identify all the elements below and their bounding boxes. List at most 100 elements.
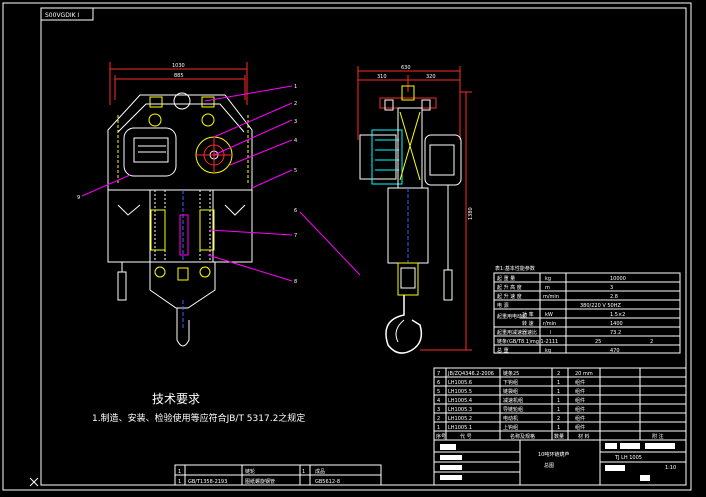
- tech-req-item-1: 1.制造、安装、检验使用等应符合JB/T 5317.2之规定: [92, 412, 305, 424]
- param-row-4-sub: 功 率: [522, 311, 534, 318]
- param-row-7-value-b: 2: [650, 339, 653, 345]
- param-row-4-unit: kW: [545, 312, 553, 318]
- bom-row-0-no: 7: [437, 371, 440, 377]
- front-hook: [176, 308, 190, 347]
- outer-frame: [2, 2, 692, 491]
- bom-row-0-qty: 2: [557, 371, 560, 377]
- bom-row-6-mat: 组件: [575, 424, 585, 431]
- param-row-1-unit: m: [545, 285, 550, 291]
- lower-row1-mat: 成品: [315, 468, 325, 475]
- bom-row-4-code: LH1005.3: [448, 407, 472, 413]
- lower-row2-no: 1: [178, 479, 181, 485]
- param-row-4-label: 起重用电动机: [497, 313, 527, 320]
- param-row-8-label: 总 重: [497, 347, 509, 354]
- bom-row-0-code: JB/ZQ4346.2-2006: [447, 371, 494, 377]
- bom-row-1-code: LH1005.6: [448, 380, 472, 386]
- bom-header-no: 序号: [436, 433, 446, 440]
- left-chain-bag: [107, 189, 151, 263]
- balloon-8: 8: [294, 279, 297, 285]
- bom-row-5-name: 电动机: [503, 415, 518, 422]
- balloon-9: 9: [77, 195, 80, 201]
- bom-row-0-name: 链条25: [503, 370, 519, 377]
- balloon-7: 7: [294, 233, 297, 239]
- drawing-name: 10吨环链葫芦: [538, 451, 569, 458]
- lower-row1-name: 链轮: [245, 468, 255, 475]
- bom-row-2-no: 5: [437, 389, 440, 395]
- bom-row-5-no: 2: [437, 416, 440, 422]
- side-pendant: [443, 269, 453, 301]
- bom-row-2-code: LH1005.5: [448, 389, 472, 395]
- balloon-3: 3: [294, 119, 297, 125]
- param-row-8-unit: kg: [545, 348, 551, 354]
- front-pendant: [117, 271, 127, 301]
- bom-header-qty: 数量: [554, 433, 564, 440]
- bom-table: 7 JB/ZQ4346.2-2006 链条25 2 20 mm 6 LH1005…: [433, 367, 687, 486]
- side-motor: [359, 134, 397, 180]
- bom-row-4-mat: 组件: [575, 406, 585, 413]
- bom-row-3-no: 4: [437, 398, 440, 404]
- params-table-title: 表1:基本性能参数: [495, 265, 535, 272]
- lower-row1-qty: 1: [302, 469, 305, 475]
- bom-row-4-no: 3: [437, 407, 440, 413]
- drawing-scale: 1:10: [665, 465, 676, 471]
- balloon-6: 6: [294, 208, 297, 214]
- bom-header-mat: 材 料: [578, 433, 590, 440]
- bom-row-6-code: LH1005.1: [448, 425, 472, 431]
- tech-req-title: 技术要求: [152, 392, 200, 406]
- side-view: 630 310 320: [357, 65, 474, 354]
- bom-header-code: 代 号: [460, 433, 472, 440]
- front-hook-block: [149, 261, 216, 309]
- bom-row-5-mat: 组件: [575, 415, 585, 422]
- lower-row2-mat: GB5612-8: [315, 479, 340, 485]
- param-row-4-value: 1.5×2: [610, 312, 625, 318]
- left-spring: [150, 209, 166, 251]
- dim-inner-label: 885: [174, 73, 184, 79]
- side-dim-right-label: 320: [426, 74, 436, 80]
- balloon-1: 1: [294, 84, 297, 90]
- param-row-1-value: 3: [610, 285, 613, 291]
- side-hook: [385, 295, 423, 354]
- bom-row-4-name: 导链轮组: [503, 406, 523, 413]
- title-box: [40, 7, 94, 21]
- bom-header-name: 名称及规格: [510, 433, 535, 440]
- param-row-1-label: 起 升 高 度: [497, 284, 522, 291]
- bom-row-6-qty: 1: [557, 425, 560, 431]
- balloon-4: 4: [294, 138, 297, 144]
- param-row-3-value: 380/220 V 50HZ: [580, 303, 621, 309]
- lower-table: 1 链轮 1 成品 1 GB/T1358-2193 图纸螺旋钢管 GB5612-…: [174, 464, 382, 486]
- lower-row1-no: 1: [178, 469, 181, 475]
- dim-overall-label: 1030: [172, 63, 185, 69]
- param-row-0-value: 10000: [610, 276, 626, 282]
- drawing-number: TJ LH 1005: [614, 455, 642, 461]
- param-row-8-value: 470: [610, 348, 620, 354]
- param-row-3-label: 电 源: [497, 302, 509, 309]
- side-dim-overall-label: 630: [401, 65, 411, 71]
- right-chain-bag: [212, 189, 253, 263]
- title-box-text: S00VGDIK I: [45, 12, 79, 19]
- front-view: 1030 885: [77, 62, 361, 347]
- bom-row-5-code: LH1005.2: [448, 416, 472, 422]
- side-reducer: [424, 134, 462, 186]
- params-table: 表1:基本性能参数 起 重 量 kg 10000 起 升 高 度 m 3 起 升…: [493, 265, 681, 354]
- param-row-7-value-a: 25: [595, 339, 601, 345]
- balloon-5: 5: [294, 168, 297, 174]
- bom-row-3-mat: 组件: [575, 397, 585, 404]
- param-row-0-label: 起 重 量: [497, 275, 515, 282]
- bom-row-4-qty: 1: [557, 407, 560, 413]
- param-row-2-unit: m/min: [543, 294, 559, 300]
- bom-row-2-mat: 组件: [575, 388, 585, 395]
- drawing-type: 总图: [544, 462, 554, 469]
- side-dim-left-label: 310: [377, 74, 387, 80]
- top-eye: [173, 92, 191, 110]
- side-dim-height-label: 1380: [468, 207, 474, 220]
- bom-row-3-code: LH1005.4: [448, 398, 472, 404]
- param-row-5-unit: r/min: [543, 321, 556, 327]
- bom-row-2-name: 链袋组: [503, 388, 518, 395]
- bom-row-1-no: 6: [437, 380, 440, 386]
- bom-row-3-qty: 1: [557, 398, 560, 404]
- bom-row-3-name: 减速机组: [503, 397, 523, 404]
- param-row-6-unit: i: [550, 330, 551, 336]
- balloon-2: 2: [294, 101, 297, 107]
